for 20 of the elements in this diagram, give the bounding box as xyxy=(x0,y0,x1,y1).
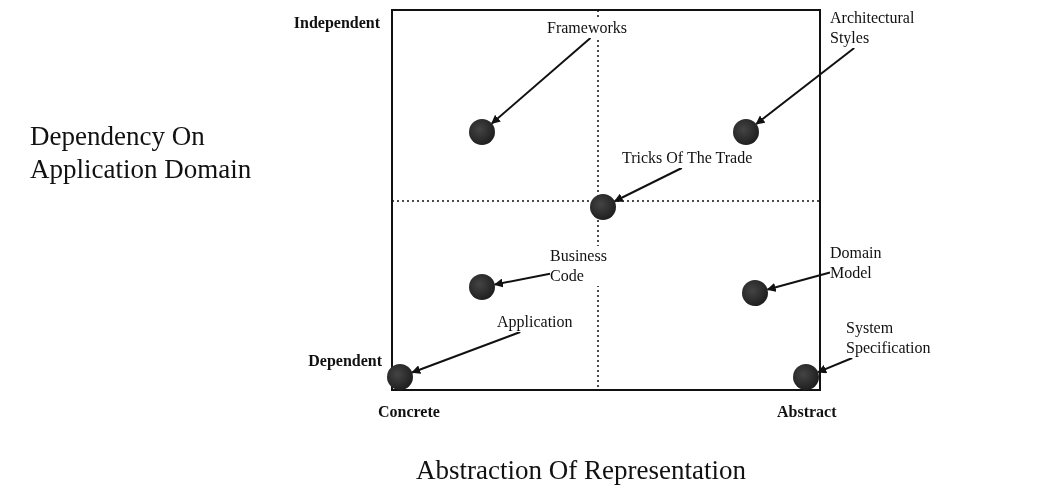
data-point-dot xyxy=(469,119,495,145)
axis-end-label: Abstract xyxy=(777,403,837,421)
arrow xyxy=(817,357,854,374)
arrow xyxy=(490,37,592,125)
arrow xyxy=(766,271,831,292)
arrow xyxy=(493,272,551,288)
arrow xyxy=(613,167,683,203)
data-point-dot xyxy=(733,119,759,145)
axis-title: Abstraction Of Representation xyxy=(416,455,746,486)
data-point-dot xyxy=(469,274,495,300)
data-point-dot xyxy=(793,364,819,390)
data-point-dot xyxy=(387,364,413,390)
axis-end-label: Concrete xyxy=(378,403,440,421)
axis-end-label: Dependent xyxy=(307,352,382,370)
data-point-dot xyxy=(742,280,768,306)
arrow xyxy=(755,47,856,126)
axis-title: Dependency On Application Domain xyxy=(30,120,253,186)
axis-end-label: Independent xyxy=(292,14,380,32)
arrow xyxy=(411,331,522,374)
data-point-dot xyxy=(590,194,616,220)
